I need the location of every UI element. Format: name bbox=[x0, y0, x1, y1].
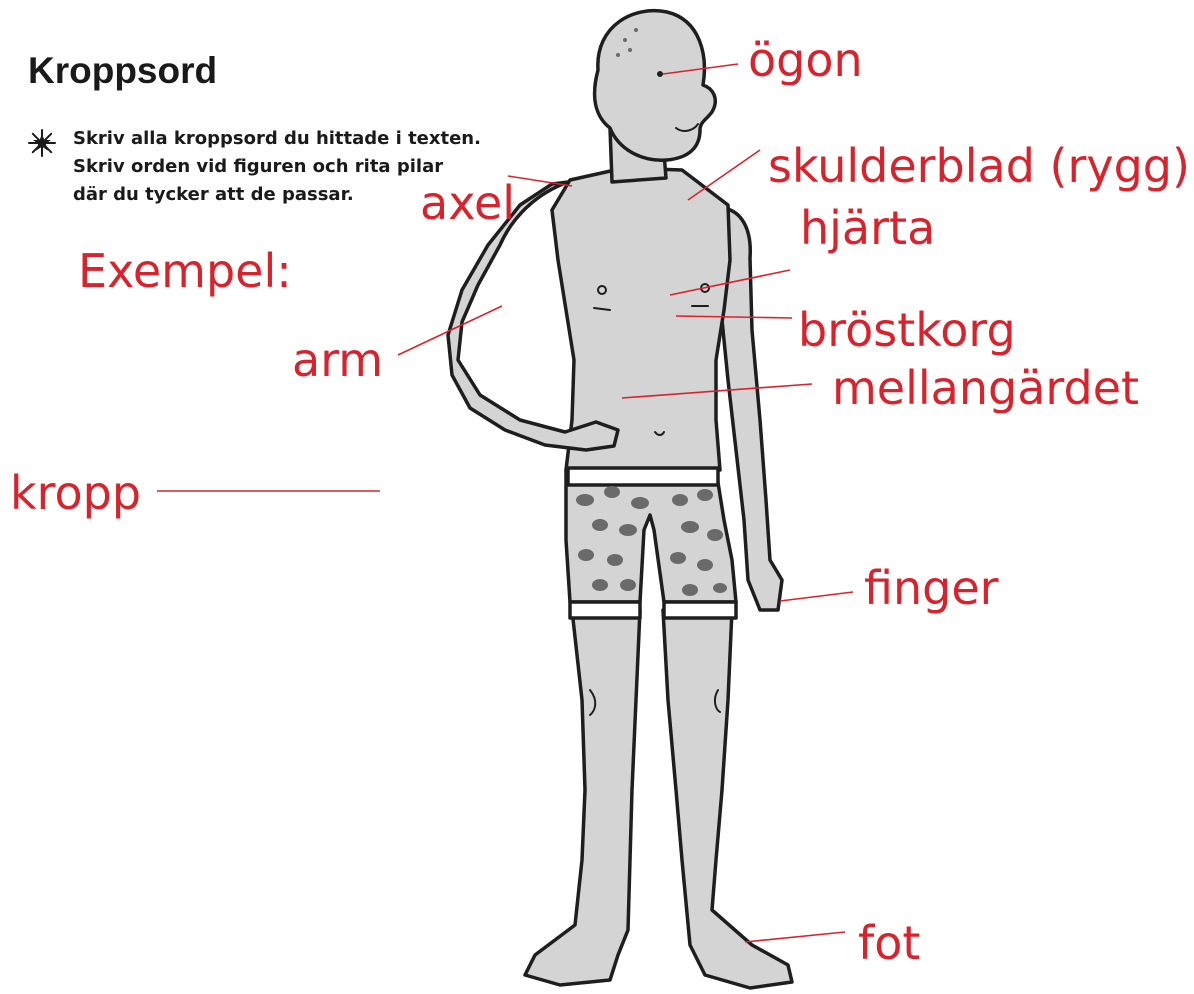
label-axel: axel bbox=[420, 180, 515, 226]
pointer-line bbox=[780, 592, 853, 601]
pointer-line bbox=[688, 150, 760, 200]
label-skulderblad: skulderblad (rygg) bbox=[768, 143, 1190, 189]
example-label: Exempel: bbox=[78, 248, 292, 294]
label-arm: arm bbox=[292, 337, 383, 383]
label-ogon: ögon bbox=[748, 37, 863, 83]
label-hjarta: hjärta bbox=[800, 205, 935, 251]
pointer-line bbox=[745, 932, 845, 942]
label-mellangardet: mellangärdet bbox=[832, 365, 1139, 411]
label-fot: fot bbox=[858, 920, 920, 966]
label-finger: finger bbox=[864, 565, 999, 611]
label-brostkorg: bröstkorg bbox=[798, 307, 1016, 353]
label-kropp: kropp bbox=[10, 470, 141, 516]
